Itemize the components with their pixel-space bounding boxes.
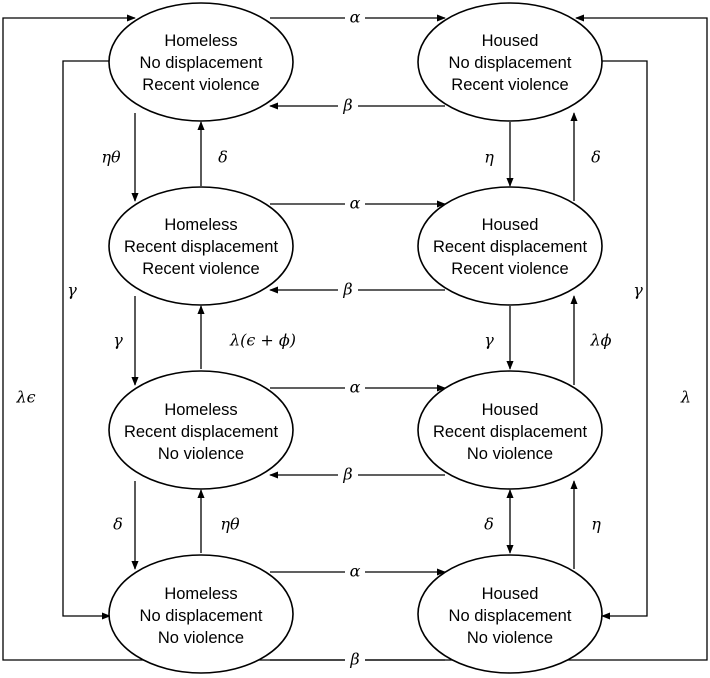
node-line: No violence <box>158 445 244 463</box>
node-line: Recent displacement <box>433 238 587 256</box>
label-alpha-row4: α <box>350 562 361 581</box>
label-beta-row3: β <box>342 465 352 484</box>
label-alpha-row3: α <box>350 378 361 397</box>
node-line: No displacement <box>449 607 572 625</box>
label-beta-row2: β <box>342 280 352 299</box>
label-gamma-right-mid: γ <box>484 331 494 350</box>
label-delta-right-top: δ <box>591 148 601 167</box>
node-housed-nodisp-noviolence: Housed No displacement No violence <box>417 554 603 674</box>
node-housed-disp-violence: Housed Recent displacement Recent violen… <box>417 186 603 306</box>
label-eta-right-bottom: η <box>591 515 601 534</box>
label-gamma-left-mid: γ <box>113 331 123 350</box>
node-homeless-nodisp-noviolence: Homeless No displacement No violence <box>108 554 294 674</box>
edge-gamma-right-outer <box>600 60 648 620</box>
node-line: No violence <box>467 629 553 647</box>
node-line: Homeless <box>164 401 237 419</box>
node-line: Homeless <box>164 585 237 603</box>
node-line: No violence <box>467 445 553 463</box>
node-homeless-disp-noviolence: Homeless Recent displacement No violence <box>108 370 294 490</box>
node-homeless-nodisp-violence: Homeless No displacement Recent violence <box>108 2 294 122</box>
label-beta-row1: β <box>342 96 352 115</box>
node-line: Recent violence <box>142 76 259 94</box>
node-line: Recent displacement <box>124 423 278 441</box>
label-eta-right-top: η <box>484 148 494 167</box>
node-homeless-disp-violence: Homeless Recent displacement Recent viol… <box>108 186 294 306</box>
label-eta-theta-left-top: ηθ <box>101 148 121 167</box>
label-alpha-row2: α <box>350 194 361 213</box>
label-lambda-outer: λ <box>680 388 691 407</box>
label-alpha-row1: α <box>350 8 361 27</box>
node-line: Recent violence <box>451 76 568 94</box>
label-gamma-right-outer: γ <box>633 281 643 300</box>
label-delta-left-top: δ <box>218 148 228 167</box>
node-line: Housed <box>482 216 539 234</box>
node-line: Homeless <box>164 216 237 234</box>
label-eta-theta-left-bottom: ηθ <box>220 515 240 534</box>
node-line: Housed <box>482 401 539 419</box>
edge-gamma-left-outer <box>62 60 111 620</box>
label-delta-left-bottom: δ <box>113 515 123 534</box>
label-lambda-eps-outer: λϵ <box>15 388 35 407</box>
node-line: No violence <box>158 629 244 647</box>
label-lambda-eps-phi: λ(ϵ + ϕ) <box>229 331 296 350</box>
node-line: Housed <box>482 585 539 603</box>
node-line: Housed <box>482 32 539 50</box>
node-line: No displacement <box>140 607 263 625</box>
label-lambda-phi: λϕ <box>589 331 611 350</box>
label-delta-right-bottom: δ <box>484 515 494 534</box>
label-beta-bottom: β <box>349 650 359 669</box>
node-line: No displacement <box>140 54 263 72</box>
node-line: Recent violence <box>142 260 259 278</box>
node-line: Recent violence <box>451 260 568 278</box>
node-line: Homeless <box>164 32 237 50</box>
label-gamma-left-outer: γ <box>67 281 77 300</box>
node-housed-disp-noviolence: Housed Recent displacement No violence <box>417 370 603 490</box>
node-line: Recent displacement <box>433 423 587 441</box>
node-housed-nodisp-violence: Housed No displacement Recent violence <box>417 2 603 122</box>
node-line: Recent displacement <box>124 238 278 256</box>
node-line: No displacement <box>449 54 572 72</box>
